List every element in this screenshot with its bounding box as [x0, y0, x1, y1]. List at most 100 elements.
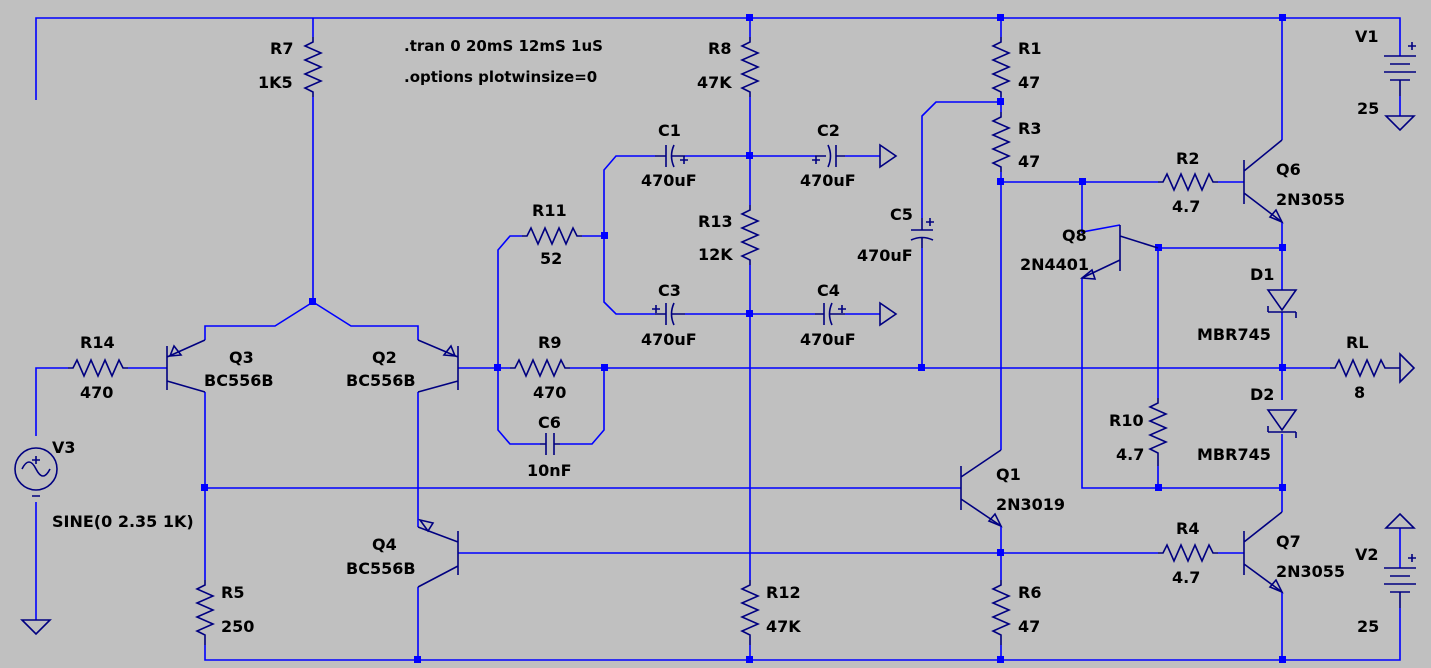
- rl-value: 8: [1354, 383, 1365, 402]
- capacitor-c5[interactable]: C5 470uF: [857, 205, 934, 265]
- resistor-r4[interactable]: R4 4.7: [1158, 519, 1218, 587]
- r8-value: 47K: [697, 73, 732, 92]
- r4-ref: R4: [1176, 519, 1199, 538]
- r10-ref: R10: [1109, 411, 1144, 430]
- c1-value: 470uF: [641, 171, 697, 190]
- r7-value: 1K5: [258, 73, 293, 92]
- transistor-q2[interactable]: Q2 BC556B: [346, 339, 459, 393]
- q6-ref: Q6: [1276, 160, 1301, 179]
- resistor-r1[interactable]: R1 47: [991, 37, 1041, 97]
- resistor-r13[interactable]: R13 12K: [698, 205, 760, 265]
- resistor-r10[interactable]: R10 4.7: [1109, 398, 1168, 466]
- r1-value: 47: [1018, 73, 1040, 92]
- resistor-r6[interactable]: R6 47: [991, 580, 1041, 645]
- q2-ref: Q2: [372, 348, 397, 367]
- v1-value: 25: [1357, 99, 1379, 118]
- capacitor-c3[interactable]: C3 470uF: [641, 281, 697, 349]
- r3-value: 47: [1018, 152, 1040, 171]
- resistor-rl[interactable]: RL 8: [1330, 333, 1416, 402]
- r6-ref: R6: [1018, 583, 1041, 602]
- d2-value: MBR745: [1197, 445, 1271, 464]
- v2-ref: V2: [1355, 545, 1379, 564]
- transistor-q3[interactable]: Q3 BC556B: [166, 339, 274, 393]
- voltage-source-v1[interactable]: V1 25: [1355, 27, 1416, 132]
- c6-value: 10nF: [527, 461, 572, 480]
- diode-d2[interactable]: D2 MBR745: [1197, 385, 1298, 464]
- r4-value: 4.7: [1172, 568, 1200, 587]
- resistor-r7[interactable]: R7 1K5: [258, 37, 323, 97]
- r5-value: 250: [221, 617, 254, 636]
- transistor-q4[interactable]: Q4 BC556B: [346, 518, 459, 588]
- resistor-r3[interactable]: R3 47: [991, 112, 1041, 172]
- transistor-q1[interactable]: Q1 2N3019: [960, 449, 1065, 528]
- c2-ref: C2: [817, 121, 840, 140]
- c5-value: 470uF: [857, 246, 913, 265]
- r2-value: 4.7: [1172, 197, 1200, 216]
- r11-value: 52: [540, 249, 562, 268]
- resistor-r14[interactable]: R14 470: [68, 333, 128, 402]
- r14-value: 470: [80, 383, 113, 402]
- c2-value: 470uF: [800, 171, 856, 190]
- voltage-source-v2[interactable]: V2 25: [1355, 512, 1416, 636]
- spice-directives[interactable]: .tran 0 20mS 12mS 1uS .options plotwinsi…: [404, 37, 603, 86]
- d1-value: MBR745: [1197, 325, 1271, 344]
- resistor-r5[interactable]: R5 250: [195, 580, 254, 645]
- transistor-q7[interactable]: Q7 2N3055: [1243, 511, 1345, 594]
- q1-value: 2N3019: [996, 495, 1065, 514]
- c3-ref: C3: [658, 281, 681, 300]
- q7-value: 2N3055: [1276, 562, 1345, 581]
- directive-options: .options plotwinsize=0: [404, 68, 597, 86]
- capacitor-c2[interactable]: C2 470uF: [800, 121, 898, 190]
- transistor-q8[interactable]: Q8 2N4401: [1020, 225, 1159, 280]
- resistor-r11[interactable]: R11 52: [522, 201, 582, 268]
- q8-ref: Q8: [1062, 226, 1087, 245]
- r7-ref: R7: [270, 39, 293, 58]
- r13-value: 12K: [698, 245, 733, 264]
- transistor-q6[interactable]: Q6 2N3055: [1243, 139, 1345, 224]
- capacitor-c1[interactable]: C1 470uF: [641, 121, 697, 190]
- q4-ref: Q4: [372, 535, 397, 554]
- resistor-r8[interactable]: R8 47K: [697, 37, 760, 97]
- q3-ref: Q3: [229, 348, 254, 367]
- r8-ref: R8: [708, 39, 731, 58]
- q6-value: 2N3055: [1276, 190, 1345, 209]
- capacitor-c6[interactable]: C6 10nF: [527, 413, 572, 480]
- voltage-source-v3[interactable]: V3 SINE(0 2.35 1K): [14, 438, 194, 531]
- q4-value: BC556B: [346, 559, 416, 578]
- q8-value: 2N4401: [1020, 255, 1089, 274]
- c3-value: 470uF: [641, 330, 697, 349]
- r9-value: 470: [533, 383, 566, 402]
- q2-value: BC556B: [346, 371, 416, 390]
- r3-ref: R3: [1018, 119, 1041, 138]
- r9-ref: R9: [538, 333, 561, 352]
- directive-tran: .tran 0 20mS 12mS 1uS: [404, 37, 603, 55]
- r2-ref: R2: [1176, 149, 1199, 168]
- r13-ref: R13: [698, 212, 733, 231]
- c6-ref: C6: [538, 413, 561, 432]
- c4-ref: C4: [817, 281, 840, 300]
- ground-symbol: [20, 619, 52, 636]
- c1-ref: C1: [658, 121, 681, 140]
- resistor-r9[interactable]: R9 470: [510, 333, 570, 402]
- v3-value: SINE(0 2.35 1K): [52, 512, 194, 531]
- c4-value: 470uF: [800, 330, 856, 349]
- v2-value: 25: [1357, 617, 1379, 636]
- q1-ref: Q1: [996, 465, 1021, 484]
- resistor-r2[interactable]: R2 4.7: [1158, 149, 1218, 216]
- d1-ref: D1: [1250, 265, 1274, 284]
- r6-value: 47: [1018, 617, 1040, 636]
- d2-ref: D2: [1250, 385, 1274, 404]
- r11-ref: R11: [532, 201, 567, 220]
- rl-ref: RL: [1346, 333, 1369, 352]
- r1-ref: R1: [1018, 39, 1041, 58]
- resistor-r12[interactable]: R12 47K: [740, 580, 801, 645]
- r10-value: 4.7: [1116, 445, 1144, 464]
- diode-d1[interactable]: D1 MBR745: [1197, 265, 1298, 344]
- r5-ref: R5: [221, 583, 244, 602]
- capacitor-c4[interactable]: C4 470uF: [800, 281, 898, 349]
- c5-ref: C5: [890, 205, 913, 224]
- r12-value: 47K: [766, 617, 801, 636]
- q3-value: BC556B: [204, 371, 274, 390]
